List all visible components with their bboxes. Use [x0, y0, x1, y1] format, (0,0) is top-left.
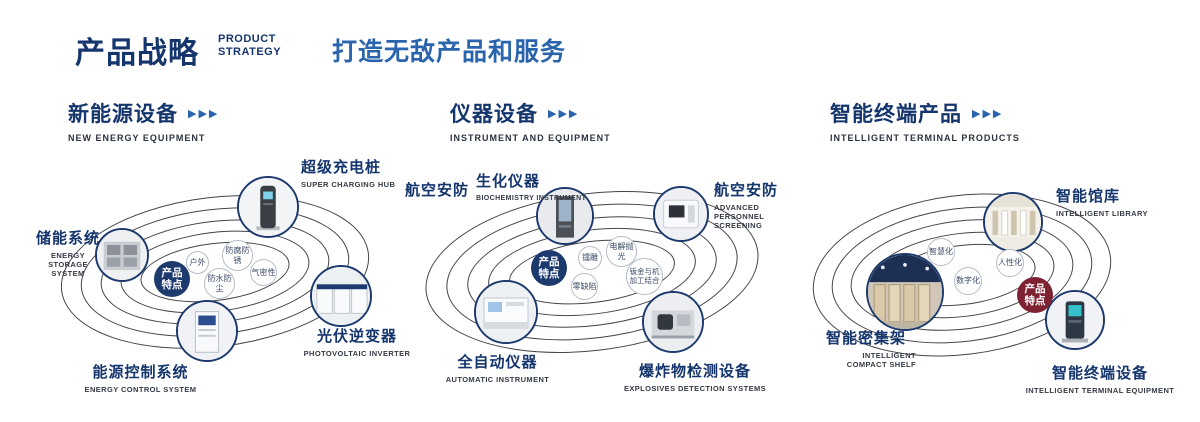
intelligent-library-image — [985, 194, 1041, 250]
feature-bubble-humanized: 人性化 — [996, 249, 1024, 277]
page-title-en-line1: PRODUCT — [218, 33, 276, 45]
energy-control-image — [178, 302, 236, 360]
terminal-product-features-badge: 产品 特点 — [1017, 277, 1053, 313]
biochemistry-instrument-image — [538, 189, 592, 243]
feature-bubble-outdoor: 户外 — [186, 251, 209, 274]
energy-control-node — [176, 300, 238, 362]
badge-text-top: 产品 — [538, 256, 560, 268]
label-photovoltaic-inverter: 光伏逆变器 PHOTOVOLTAIC INVERTER — [303, 328, 411, 358]
badge-text-bottom: 特点 — [538, 268, 560, 280]
label-intelligent-compact-shelf: 智能密集架 INTELLIGENT COMPACT SHELF — [826, 330, 916, 369]
label-biochemistry-instrument: 生化仪器 BIOCHEMISTRY INSTRUMENT — [476, 173, 587, 202]
triple-arrow-icon: ▶▶▶ — [188, 107, 220, 120]
page-title-en-line2: STRATEGY — [218, 46, 282, 58]
intelligent-compact-shelf-image — [868, 255, 942, 329]
label-energy-control: 能源控制系统 ENERGY CONTROL SYSTEM — [84, 364, 197, 394]
section-subtitle-terminal: INTELLIGENT TERMINAL PRODUCTS — [830, 133, 1020, 143]
explosives-detection-node — [642, 291, 704, 353]
section-header-terminal: 智能终端产品 ▶▶▶ INTELLIGENT TERMINAL PRODUCTS — [830, 98, 1020, 143]
photovoltaic-inverter-node — [310, 265, 372, 327]
feature-bubble-waterproof: 防水防尘 — [204, 268, 235, 299]
label-intelligent-library: 智能馆库 INTELLIGENT LIBRARY — [1056, 188, 1148, 218]
label-automatic-instrument: 全自动仪器 AUTOMATIC INSTRUMENT — [445, 354, 550, 384]
biochemistry-instrument-node — [536, 187, 594, 245]
triple-arrow-icon: ▶▶▶ — [972, 107, 1004, 120]
label-personnel-screening: 航空安防 ADVANCED PERSONNEL SCREENING — [714, 182, 779, 230]
explosives-detection-image — [644, 293, 702, 351]
label-super-charging-hub: 超级充电桩 SUPER CHARGING HUB — [301, 159, 396, 189]
page-title-english: PRODUCT STRATEGY — [218, 33, 281, 59]
label-energy-storage: 储能系统 ENERGY STORAGE SYSTEM — [35, 230, 100, 278]
automatic-instrument-node — [474, 280, 538, 344]
section-title-instrument: 仪器设备 — [450, 103, 538, 126]
badge-text-top: 产品 — [1024, 283, 1046, 295]
feature-bubble-laser: 镭雕 — [578, 246, 602, 270]
energy-storage-image — [97, 230, 147, 280]
triple-arrow-icon: ▶▶▶ — [548, 107, 580, 120]
section-header-new-energy: 新能源设备 ▶▶▶ NEW ENERGY EQUIPMENT — [68, 98, 219, 143]
intelligent-terminal-node — [1045, 290, 1105, 350]
feature-bubble-anticorrosion: 防腐防锈 — [222, 240, 253, 271]
intelligent-compact-shelf-node — [866, 253, 944, 331]
feature-bubble-airtight: 气密性 — [250, 259, 277, 286]
feature-bubble-smart: 智慧化 — [927, 238, 955, 266]
section-title-terminal: 智能终端产品 — [830, 103, 962, 126]
badge-text-bottom: 特点 — [161, 279, 183, 291]
page-title: 产品战略 — [75, 37, 199, 70]
energy-storage-node — [95, 228, 149, 282]
section-subtitle-instrument: INSTRUMENT AND EQUIPMENT — [450, 133, 611, 143]
intelligent-library-node — [983, 192, 1043, 252]
super-charging-hub-node — [237, 176, 299, 238]
label-explosives-detection: 爆炸物检测设备 EXPLOSIVES DETECTION SYSTEMS — [623, 363, 767, 393]
section-title-new-energy: 新能源设备 — [68, 103, 178, 126]
photovoltaic-inverter-image — [312, 267, 370, 325]
feature-bubble-digital: 数字化 — [954, 267, 982, 295]
section-subtitle-new-energy: NEW ENERGY EQUIPMENT — [68, 133, 206, 143]
personnel-screening-image — [655, 188, 707, 240]
super-charging-hub-image — [239, 178, 297, 236]
automatic-instrument-image — [476, 282, 536, 342]
instrument-product-features-badge: 产品 特点 — [531, 250, 567, 286]
personnel-screening-node — [653, 186, 709, 242]
section-header-instrument: 仪器设备 ▶▶▶ INSTRUMENT AND EQUIPMENT — [450, 98, 611, 143]
label-intelligent-terminal: 智能终端设备 INTELLIGENT TERMINAL EQUIPMENT — [1025, 365, 1175, 395]
feature-bubble-electropolish: 电解抛光 — [606, 236, 637, 267]
badge-text-top: 产品 — [161, 267, 183, 279]
energy-product-features-badge: 产品 特点 — [154, 261, 190, 297]
feature-bubble-zerodefect: 零缺陷 — [571, 273, 598, 300]
slogan: 打造无敌产品和服务 — [332, 38, 567, 66]
feature-bubble-sheetmetal: 钣金与机加工结合 — [626, 258, 663, 295]
intelligent-terminal-image — [1047, 292, 1103, 348]
label-aviation-security: 航空安防 — [405, 182, 470, 199]
badge-text-bottom: 特点 — [1024, 295, 1046, 307]
